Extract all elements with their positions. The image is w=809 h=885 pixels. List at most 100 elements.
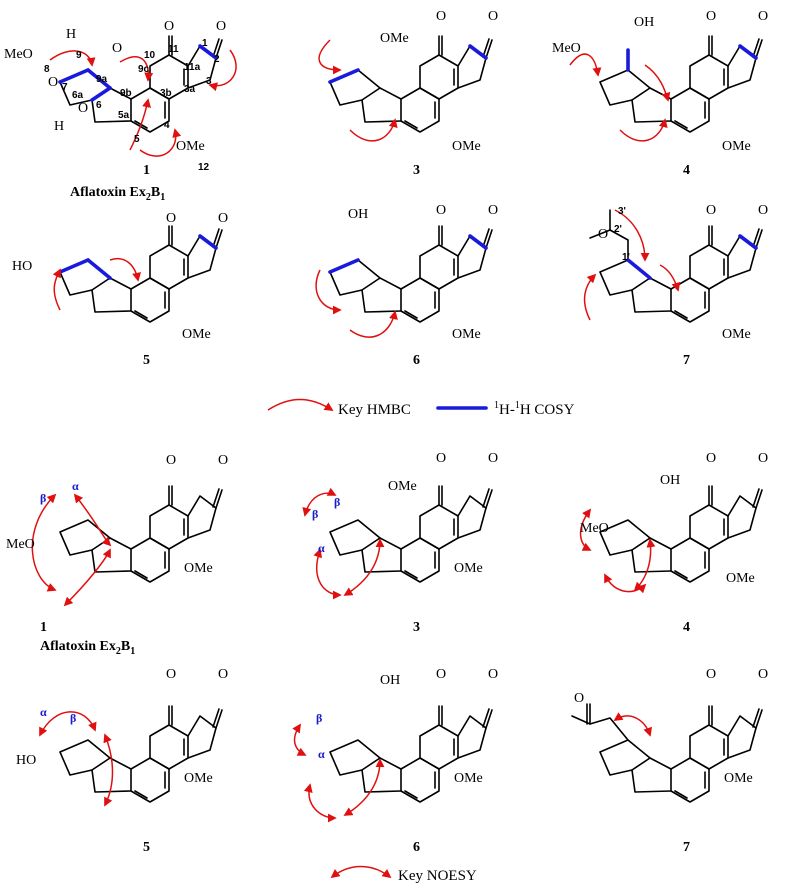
legend-noesy-label: Key NOESY [398, 868, 477, 884]
compound-3-hmbc [318, 35, 493, 142]
compound-3b-number: 3 [413, 620, 420, 635]
num-10: 10 [144, 50, 156, 61]
compound-1-noesy [31, 485, 223, 607]
compound-4b-number: 4 [683, 620, 690, 635]
legend-hmbc-cosy: Key HMBC 1H-1H COSY [267, 398, 575, 418]
atom-o: O [112, 41, 122, 56]
num-9c: 9c [138, 64, 150, 75]
compound-1-hmbc [49, 35, 237, 157]
atom-meo: MeO [4, 47, 33, 62]
atom-meo: MeO [580, 521, 609, 536]
atom-o: O [706, 203, 716, 218]
compound-7-hmbc [583, 209, 763, 323]
num-6: 6 [96, 100, 102, 111]
atom-o: O [166, 453, 176, 468]
atom-ome: OMe [452, 139, 481, 154]
num-3p: 3' [618, 206, 626, 217]
atom-o: O [436, 203, 446, 218]
atom-ome: OMe [388, 479, 417, 494]
atom-o: O [706, 667, 716, 682]
atom-o: O [436, 667, 446, 682]
atom-o: O [164, 19, 174, 34]
num-3a: 3a [184, 84, 196, 95]
atom-ome: OMe [722, 139, 751, 154]
atom-ome: OMe [452, 327, 481, 342]
compound-7b-number: 7 [683, 840, 690, 855]
num-8: 8 [44, 64, 50, 75]
atom-o: O [488, 451, 498, 466]
compound-6-number: 6 [413, 353, 420, 368]
atom-ome: OMe [454, 771, 483, 786]
compound-3-number: 3 [413, 163, 420, 178]
atom-oh: OH [660, 473, 680, 488]
compound-5b-number: 5 [143, 840, 150, 855]
atom-ome: OMe [182, 327, 211, 342]
num-9: 9 [76, 50, 82, 61]
label-alpha: α [318, 541, 325, 555]
atom-o: O [166, 667, 176, 682]
atom-o: O [216, 19, 226, 34]
atom-h: H [54, 119, 64, 134]
atom-oh: OH [348, 207, 368, 222]
atom-o: O [598, 227, 608, 242]
atom-o: O [218, 211, 228, 226]
num-3: 3 [206, 76, 212, 87]
legend-noesy: Key NOESY [330, 865, 477, 884]
atom-o: O [488, 203, 498, 218]
atom-o: O [488, 667, 498, 682]
atom-meo: MeO [552, 41, 581, 56]
atom-o: O [706, 9, 716, 24]
compound-3-noesy [302, 485, 493, 600]
num-12: 12 [198, 162, 210, 173]
compound-1-number: 1 [143, 163, 150, 178]
compound-7-noesy [571, 703, 763, 803]
atom-o: O [436, 9, 446, 24]
atom-ome: OMe [726, 571, 755, 586]
num-3b: 3b [160, 88, 172, 99]
compound-5-hmbc [52, 225, 223, 323]
atom-o: O [48, 75, 58, 90]
atom-meo: MeO [6, 537, 35, 552]
atom-o: O [758, 9, 768, 24]
atom-o: O [218, 667, 228, 682]
compound-6-noesy [292, 705, 493, 823]
atom-o: O [574, 691, 584, 706]
atom-ome: OMe [722, 327, 751, 342]
label-beta: β [316, 711, 322, 725]
atom-o: O [488, 9, 498, 24]
num-7: 7 [62, 82, 68, 93]
atom-ome: OMe [184, 771, 213, 786]
num-4: 4 [164, 120, 170, 131]
atom-o: O [166, 211, 176, 226]
compound-7-number: 7 [683, 353, 690, 368]
compound-1b-number: 1 [40, 620, 47, 635]
num-5a: 5a [118, 110, 130, 121]
atom-o: O [758, 451, 768, 466]
num-11a: 11a [184, 62, 201, 73]
num-1p: 1' [622, 252, 630, 263]
atom-o: O [758, 203, 768, 218]
label-alpha: α [40, 705, 47, 719]
compound-1b-name: Aflatoxin Ex2B1 [40, 639, 135, 657]
num-6a: 6a [72, 90, 84, 101]
label-beta: β [334, 495, 340, 509]
atom-ho: HO [12, 259, 32, 274]
atom-ome: OMe [184, 561, 213, 576]
compound-5-number: 5 [143, 353, 150, 368]
atom-ome: OMe [454, 561, 483, 576]
carbon-numbering: 1 2 3 3a 3b 4 5 5a 6 6a 7 8 9 9a 9b 9c 1… [44, 38, 630, 263]
atom-ome: OMe [380, 31, 409, 46]
label-beta: β [40, 491, 46, 505]
compound-6-hmbc [315, 225, 493, 338]
compound-6b-number: 6 [413, 840, 420, 855]
num-2: 2 [214, 54, 220, 65]
label-beta: β [312, 507, 318, 521]
label-alpha: α [72, 479, 79, 493]
compound-5-noesy [39, 705, 223, 807]
compound-4-hmbc [569, 35, 763, 142]
num-2p: 2' [614, 224, 622, 235]
compound-1-name: Aflatoxin Ex2B1 [70, 185, 165, 203]
compound-4-noesy [579, 485, 763, 594]
num-5: 5 [134, 134, 140, 145]
atom-o: O [758, 667, 768, 682]
